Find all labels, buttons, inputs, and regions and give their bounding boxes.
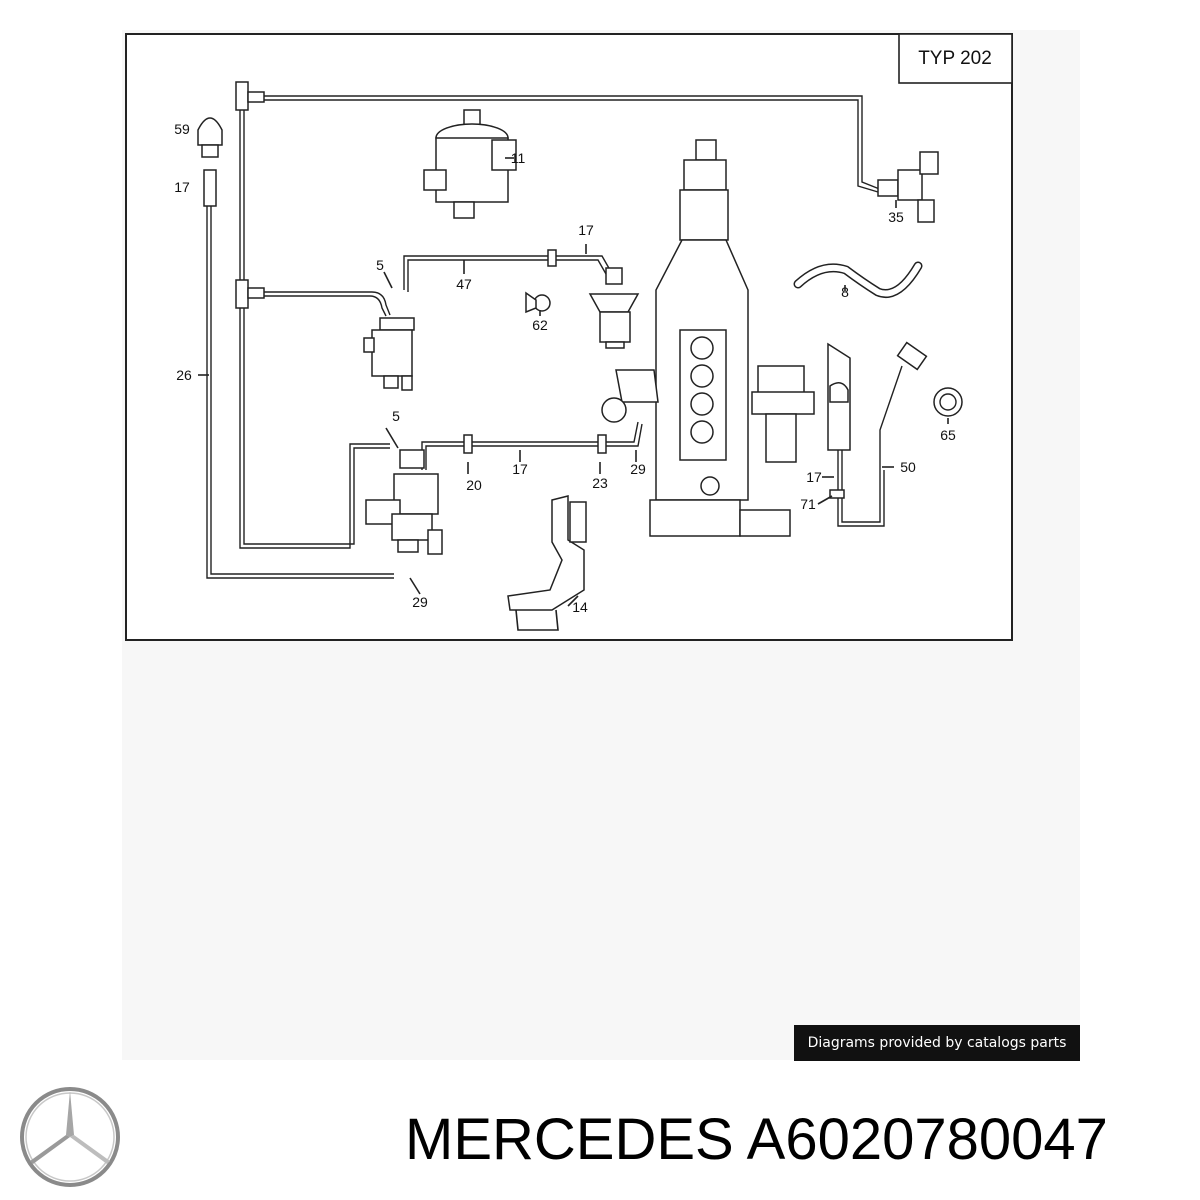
callout-11: 11	[511, 150, 526, 166]
part-number: A6020780047	[746, 1107, 1108, 1172]
part-62	[525, 291, 551, 314]
callout-17-mid: 17	[512, 461, 528, 477]
callout-5-bottom: 5	[392, 408, 400, 424]
part-59	[197, 117, 223, 207]
callout-5-top: 5	[376, 257, 384, 273]
part-5-top	[363, 317, 415, 391]
callout-20: 20	[466, 477, 482, 493]
type-label: TYP 202	[918, 48, 992, 69]
brand-name: MERCEDES	[405, 1107, 734, 1172]
diagram-frame	[125, 33, 1013, 641]
callout-17-left: 17	[174, 179, 190, 195]
callout-29-bottom: 29	[412, 594, 428, 610]
callout-65: 65	[940, 427, 956, 443]
part-11	[423, 109, 517, 219]
part-14	[507, 495, 587, 631]
part-17-valve	[547, 249, 640, 349]
actuator	[751, 342, 851, 463]
callout-26: 26	[176, 367, 192, 383]
callout-23: 23	[592, 475, 608, 491]
callout-50: 50	[900, 459, 916, 475]
clamps	[463, 434, 845, 499]
callout-29-mid: 29	[630, 461, 646, 477]
part-5-bottom	[365, 449, 443, 555]
credit-banner: Diagrams provided by catalogs parts	[794, 1025, 1080, 1061]
callout-35: 35	[888, 209, 904, 225]
mercedes-star-icon	[20, 1087, 120, 1187]
callout-17-right: 17	[806, 469, 822, 485]
diagram-area: TYP 202	[122, 30, 1080, 1060]
callout-8: 8	[841, 284, 849, 300]
part-65	[879, 341, 963, 470]
t-fitting	[235, 81, 265, 309]
leader-lines	[198, 157, 949, 607]
callout-14: 14	[572, 599, 588, 615]
callout-17-top: 17	[578, 222, 594, 238]
callout-71: 71	[800, 496, 816, 512]
part-title: MERCEDES A6020780047	[405, 1108, 1108, 1172]
parts-diagram: TYP 202	[125, 33, 1013, 641]
part-8	[793, 261, 923, 298]
callout-59: 59	[174, 121, 190, 137]
part-35	[877, 151, 939, 223]
engine-block	[601, 139, 791, 537]
callout-47: 47	[456, 276, 472, 292]
callout-62: 62	[532, 317, 548, 333]
type-box	[898, 33, 1013, 84]
